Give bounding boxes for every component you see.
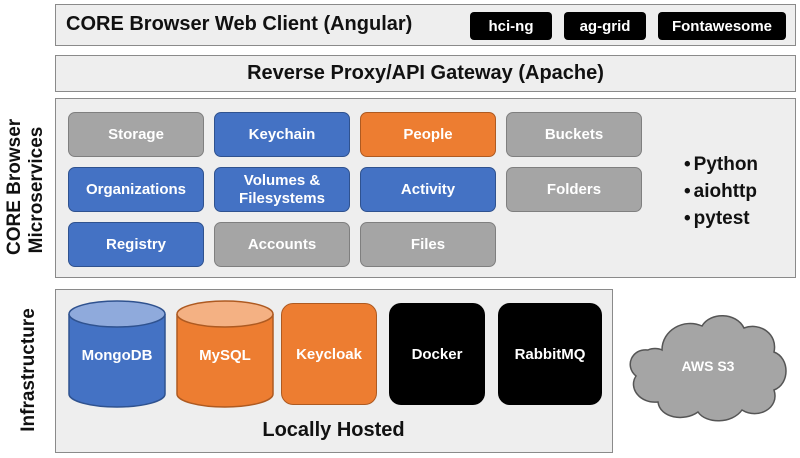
gateway-title: Reverse Proxy/API Gateway (Apache) (247, 62, 604, 84)
service-organizations: Organizations (68, 167, 204, 212)
mysql-label: MySQL (199, 347, 251, 364)
infrastructure-panel: MongoDB MySQL Keycloak Docker RabbitMQ L… (55, 289, 613, 453)
web-client-panel: CORE Browser Web Client (Angular) hci-ng… (55, 4, 796, 46)
web-client-title: CORE Browser Web Client (Angular) (66, 13, 413, 35)
aws-s3-cloud-icon (629, 315, 787, 422)
gateway-panel: Reverse Proxy/API Gateway (Apache) (55, 55, 796, 92)
mongodb-cylinder (68, 300, 166, 408)
service-registry: Registry (68, 222, 204, 267)
service-volumes-filesystems: Volumes &Filesystems (214, 167, 350, 212)
locally-hosted-label: Locally Hosted (262, 419, 405, 441)
infrastructure-side-label: Infrastructure (18, 308, 39, 432)
tag-fontawesome: Fontawesome (658, 12, 786, 40)
service-keychain: Keychain (214, 112, 350, 157)
service-accounts: Accounts (214, 222, 350, 267)
service-folders: Folders (506, 167, 642, 212)
mongodb-label: MongoDB (81, 347, 153, 364)
service-files: Files (360, 222, 496, 267)
service-activity: Activity (360, 167, 496, 212)
service-buckets: Buckets (506, 112, 642, 157)
rabbitmq-box: RabbitMQ (498, 303, 602, 405)
keycloak-box: Keycloak (281, 303, 377, 405)
microservices-panel: Storage Keychain People Buckets Organiza… (55, 98, 796, 278)
service-people: People (360, 112, 496, 157)
aws-s3-label: AWS S3 (681, 358, 735, 374)
mysql-cylinder (176, 300, 274, 408)
tech-list: Python aiohttp pytest (684, 151, 758, 232)
tech-python: Python (684, 151, 758, 178)
tech-aiohttp: aiohttp (684, 178, 758, 205)
tag-hci-ng: hci-ng (470, 12, 552, 40)
docker-box: Docker (389, 303, 485, 405)
service-storage: Storage (68, 112, 204, 157)
tag-ag-grid: ag-grid (564, 12, 646, 40)
tech-pytest: pytest (684, 205, 758, 232)
